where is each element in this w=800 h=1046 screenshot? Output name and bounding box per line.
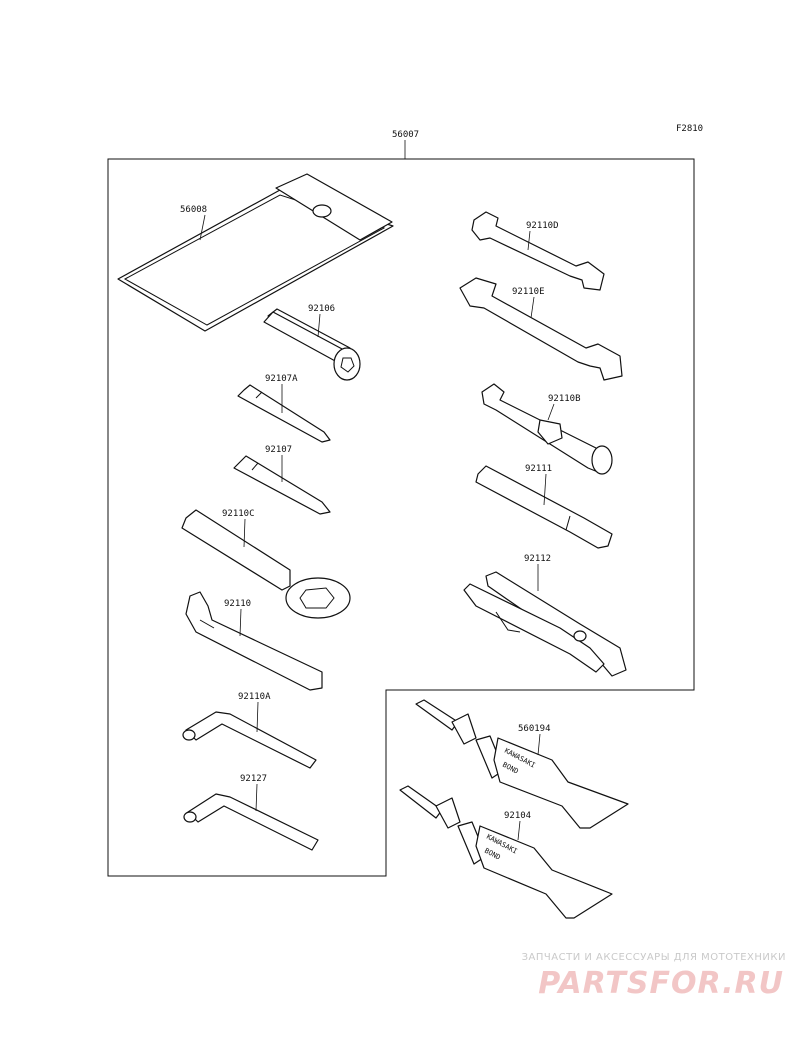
label-92110D: 92110D <box>526 221 559 231</box>
leader-92110 <box>239 608 242 637</box>
label-92110A: 92110A <box>238 692 271 702</box>
leader-92127 <box>255 783 258 812</box>
figure-code: F2810 <box>676 124 703 134</box>
leader-92110E <box>530 296 535 319</box>
bond-tube-92104: KAWASAKI BOND <box>399 785 613 919</box>
leader-92110A <box>256 701 259 733</box>
extension-bar-92111 <box>475 465 613 549</box>
leader-92110B <box>547 403 555 421</box>
label-92107: 92107 <box>265 445 292 455</box>
label-92107A: 92107A <box>265 374 298 384</box>
watermark-caption: ЗАПЧАСТИ И АКСЕССУАРЫ ДЛЯ МОТОТЕХНИКИ <box>521 952 786 963</box>
hex-key-92110a <box>182 711 317 769</box>
hook-spanner-92110 <box>185 591 323 691</box>
bond-tube-560194: KAWASAKI BOND <box>415 699 629 829</box>
open-wrench-92110d <box>471 211 605 291</box>
label-92104: 92104 <box>504 811 531 821</box>
leader-560194 <box>537 733 541 756</box>
hex-key-92127 <box>183 793 319 851</box>
label-92110C: 92110C <box>222 509 255 519</box>
screwdriver-92107a <box>237 384 331 443</box>
leader-56008 <box>199 214 206 241</box>
kit-frame <box>107 158 695 877</box>
watermark-logo: PARTSFOR.RU <box>538 966 784 1001</box>
label-56007: 56007 <box>392 130 419 140</box>
label-92112: 92112 <box>524 554 551 564</box>
label-92110E: 92110E <box>512 287 545 297</box>
leader-92110D <box>527 230 531 251</box>
open-wrench-92110e <box>459 277 623 381</box>
label-56008: 56008 <box>180 205 207 215</box>
leader-92110C <box>243 518 246 548</box>
label-92106: 92106 <box>308 304 335 314</box>
label-92110: 92110 <box>224 599 251 609</box>
screwdriver-92107 <box>233 455 331 515</box>
socket-92106 <box>263 308 361 381</box>
label-92110B: 92110B <box>548 394 581 404</box>
leader-92111 <box>543 473 547 506</box>
plug-wrench-92110b <box>481 383 613 475</box>
label-92127: 92127 <box>240 774 267 784</box>
tool-bag-56008 <box>117 173 394 332</box>
label-92111: 92111 <box>525 464 552 474</box>
label-560194: 560194 <box>518 724 551 734</box>
leader-92106 <box>317 313 321 338</box>
ring-wrench-92110c <box>181 509 351 619</box>
pliers-92112 <box>463 571 627 677</box>
leader-92104 <box>517 820 521 841</box>
